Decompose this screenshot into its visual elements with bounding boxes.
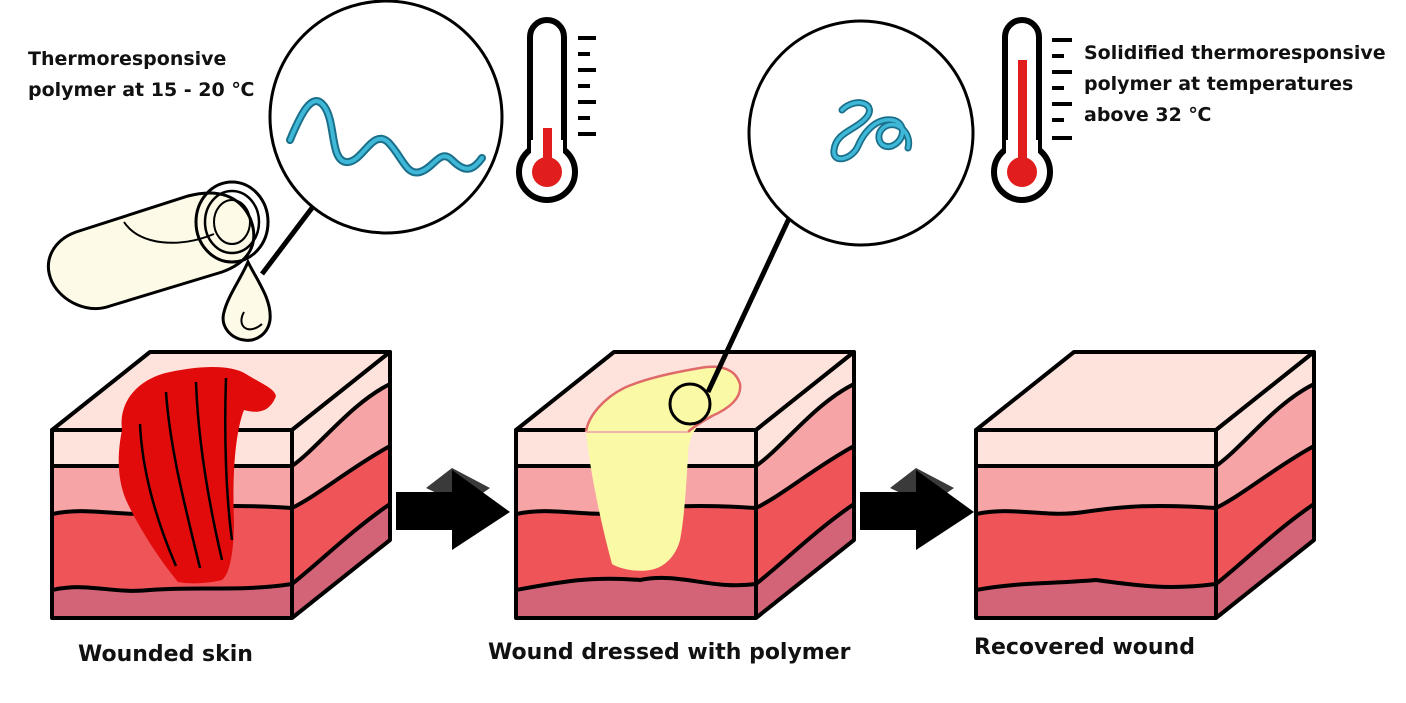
caption-wounded-skin: Wounded skin: [78, 642, 253, 667]
note-line: above 32 ℃: [1084, 104, 1212, 126]
dropper-icon: [46, 180, 272, 342]
skin-block-wounded: [50, 350, 392, 620]
thermometer-icon-high: [991, 17, 1072, 203]
note-line: polymer at temperatures: [1084, 73, 1354, 95]
note-cold-polymer: Thermoresponsive polymer at 15 - 20 ℃: [28, 44, 254, 106]
magnifier-liquid: [268, 0, 504, 235]
drop-icon: [221, 258, 272, 342]
connector-line: [705, 210, 795, 394]
thermometer-icon-low: [516, 17, 596, 203]
caption-recovered-wound: Recovered wound: [974, 635, 1195, 660]
arrow-right-icon: [396, 468, 510, 550]
connector-line: [260, 198, 320, 276]
focus-circle: [668, 382, 712, 426]
note-line: Solidified thermoresponsive: [1084, 42, 1386, 64]
note-line: Thermoresponsive: [28, 48, 227, 70]
skin-block-recovered: [974, 350, 1316, 620]
magnifier-solid: [747, 19, 975, 247]
arrow-right-icon: [860, 468, 974, 550]
note-line: polymer at 15 - 20 ℃: [28, 79, 255, 101]
note-warm-polymer: Solidified thermoresponsive polymer at t…: [1084, 38, 1386, 131]
wound: [118, 367, 276, 584]
caption-dressed-wound: Wound dressed with polymer: [488, 640, 851, 665]
